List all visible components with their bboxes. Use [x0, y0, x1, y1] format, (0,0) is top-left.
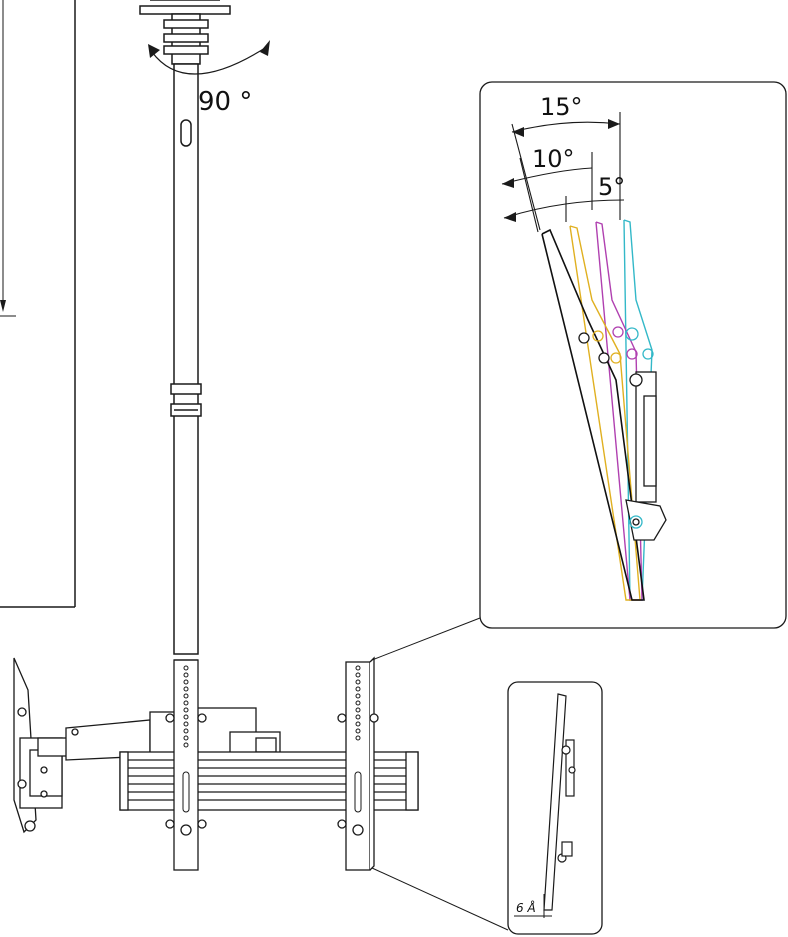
rotation-label: 90 ° — [198, 87, 252, 117]
tilt-10-label: 10° — [532, 145, 575, 173]
offset-label: 6 Å — [516, 900, 536, 915]
left-frame — [0, 0, 76, 608]
left-bracket — [13, 657, 73, 834]
center-vertical-bracket — [165, 659, 207, 871]
right-bracket-holes — [354, 665, 362, 813]
callout-leaders — [371, 617, 509, 931]
tilt-5-label: 5° — [598, 173, 625, 201]
offset-detail-box — [507, 681, 603, 935]
tilt-detail-box — [479, 81, 787, 629]
profile-10-deg — [569, 225, 641, 601]
ceiling-pole — [139, 0, 231, 655]
right-vertical-bracket — [337, 656, 379, 871]
tilt-15-label: 15° — [540, 93, 583, 121]
center-bracket-holes — [182, 665, 190, 813]
rotation-arrow — [148, 40, 270, 75]
profile-15-deg — [541, 228, 645, 601]
